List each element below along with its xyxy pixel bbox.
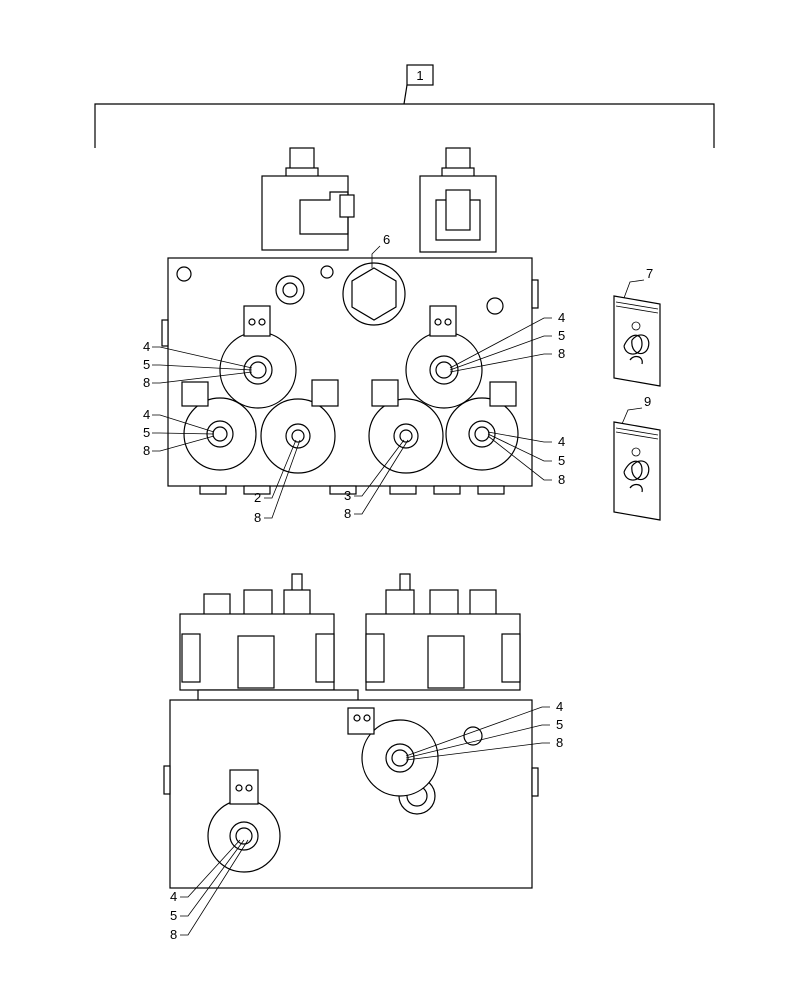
callouts-center-left-valve[interactable]: 2 8	[254, 439, 301, 525]
seal-kit-bag-7[interactable]: 7	[613, 266, 661, 387]
callout-label: 5	[558, 453, 565, 468]
lower-valve-block	[163, 573, 539, 889]
callout-plug[interactable]: 6	[371, 232, 390, 268]
callout-label: 5	[143, 357, 150, 372]
upper-left-solenoid	[261, 147, 355, 251]
callout-label: 3	[344, 488, 351, 503]
lower-left-solenoid-stack	[179, 573, 335, 691]
callout-label: 2	[254, 490, 261, 505]
callouts-center-right-valve[interactable]: 3 8	[344, 439, 409, 521]
callout-label: 8	[143, 375, 150, 390]
callout-label: 5	[170, 908, 177, 923]
port-plug[interactable]	[342, 262, 406, 326]
valve-center-left[interactable]	[260, 379, 339, 474]
callout-plug-label: 6	[383, 232, 390, 247]
valve-upper-right[interactable]	[405, 305, 483, 409]
callouts-lower-block-left-valve[interactable]: 4 5 8	[170, 839, 249, 942]
callout-label: 5	[558, 328, 565, 343]
lower-valve-right[interactable]	[347, 707, 439, 797]
callout-label: 8	[558, 346, 565, 361]
callout-label: 4	[558, 310, 565, 325]
callout-label: 4	[170, 889, 177, 904]
valve-center-right[interactable]	[368, 379, 444, 474]
callout-label: 4	[556, 699, 563, 714]
callouts-upper-right-valve[interactable]: 4 5 8	[449, 310, 565, 373]
callout-label: 4	[143, 407, 150, 422]
callout-label: 8	[558, 472, 565, 487]
callout-label: 8	[254, 510, 261, 525]
callout-label: 8	[344, 506, 351, 521]
valve-lower-left[interactable]	[181, 381, 257, 471]
callout-label: 5	[143, 425, 150, 440]
seal-kit-label: 7	[646, 266, 653, 281]
callout-label: 8	[556, 735, 563, 750]
valve-upper-left[interactable]	[219, 305, 297, 409]
callouts-lower-left-valve[interactable]: 4 5 8	[143, 407, 215, 458]
callout-label: 4	[558, 434, 565, 449]
lower-right-solenoid-stack	[365, 573, 521, 691]
valve-lower-right[interactable]	[445, 381, 519, 471]
upper-right-solenoid	[419, 147, 497, 253]
seal-kit-label: 9	[644, 394, 651, 409]
callouts-lower-right-valve[interactable]: 4 5 8	[487, 431, 565, 487]
seal-kit-bag-9[interactable]: 9	[613, 394, 661, 521]
callouts-upper-left-valve[interactable]: 4 5 8	[143, 339, 253, 390]
callout-label: 4	[143, 339, 150, 354]
callout-label: 8	[143, 443, 150, 458]
callout-label: 8	[170, 927, 177, 942]
upper-valve-block	[161, 147, 539, 495]
callout-label: 5	[556, 717, 563, 732]
assembly-callout-label: 1	[416, 68, 423, 83]
assembly-callout[interactable]: 1	[94, 64, 715, 148]
callouts-lower-block-right-valve[interactable]: 4 5 8	[405, 699, 563, 761]
